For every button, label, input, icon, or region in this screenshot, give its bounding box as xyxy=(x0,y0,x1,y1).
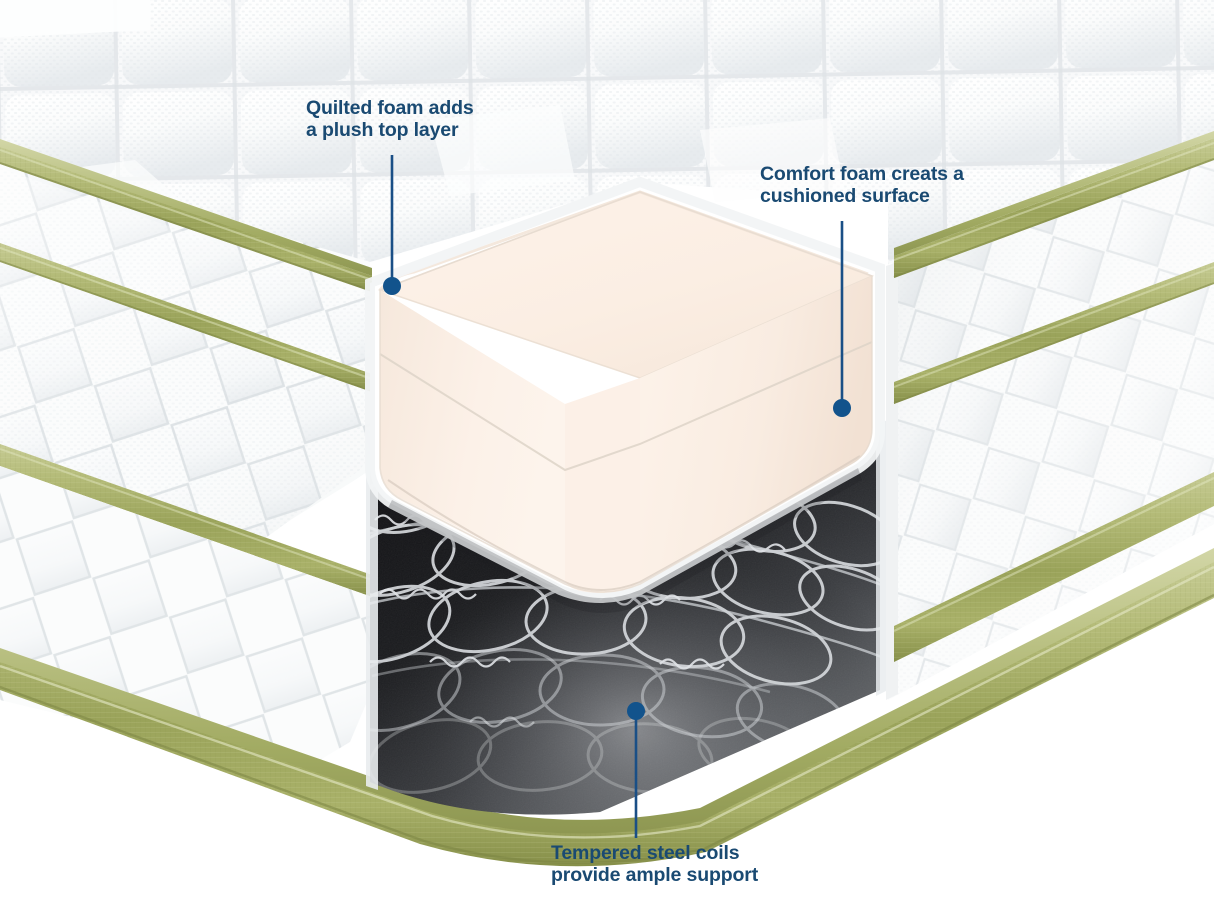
steel-coils-label-line1: Tempered steel coils xyxy=(551,842,740,864)
quilted-foam-callout-label: Quilted foam adds a plush top layer xyxy=(306,97,474,141)
right-bottom-binding xyxy=(893,472,1214,662)
quilted-top-surface xyxy=(0,0,1214,300)
callout-dot-coils[interactable] xyxy=(627,702,645,720)
comfort-foam-block xyxy=(365,176,885,613)
right-piping-lower xyxy=(893,262,1214,404)
right-piping-upper xyxy=(893,131,1214,278)
quilted-foam-label-line1: Quilted foam adds xyxy=(306,97,474,119)
left-piping-upper xyxy=(0,139,373,292)
steel-coils-callout-label: Tempered steel coils provide ample suppo… xyxy=(551,842,758,886)
bottom-edge-binding xyxy=(0,560,1214,867)
callout-dot-comfort[interactable] xyxy=(833,399,851,417)
comfort-foam-label-line2: cushioned surface xyxy=(760,185,930,207)
foam-layer-seam xyxy=(379,341,873,472)
comfort-foam-label-line1: Comfort foam creats a xyxy=(760,163,964,185)
left-piping-lower xyxy=(0,243,373,392)
callout-dot-quilted[interactable] xyxy=(383,277,401,295)
bottom-edge-welt xyxy=(0,548,1214,834)
foam-right-face xyxy=(640,276,872,582)
comfort-foam-callout-label: Comfort foam creats a cushioned surface xyxy=(760,163,964,207)
foam-left-face xyxy=(380,290,565,582)
steel-coils-label-line2: provide ample support xyxy=(551,864,759,886)
left-bottom-binding xyxy=(0,444,373,597)
quilted-foam-label-line2: a plush top layer xyxy=(306,119,459,141)
callout-leaders xyxy=(383,155,851,838)
